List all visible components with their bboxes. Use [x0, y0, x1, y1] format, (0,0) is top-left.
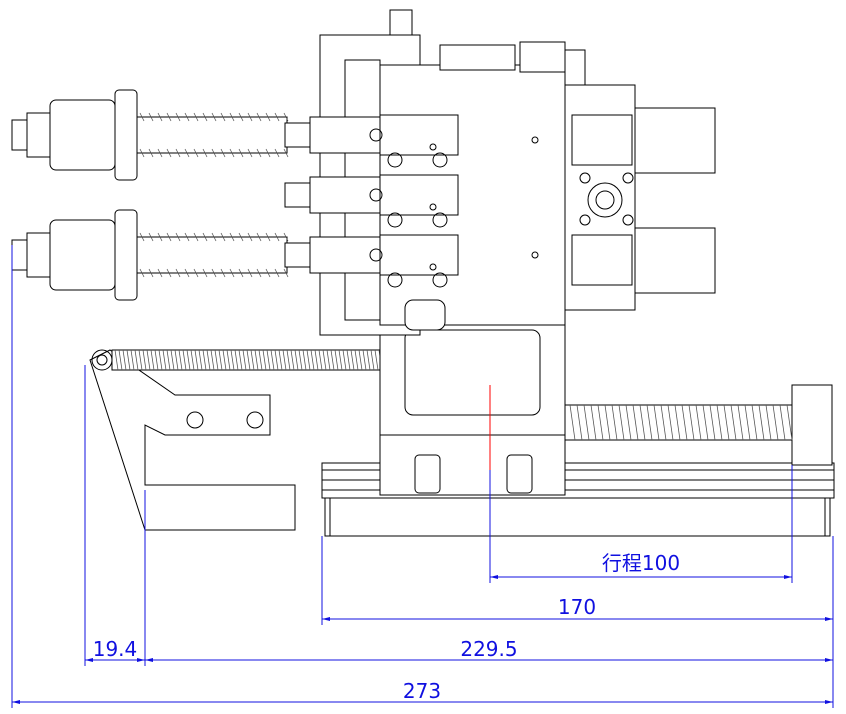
dimension-273-label: 273 [403, 679, 441, 703]
nozzle-rods [11, 89, 289, 301]
main-body [319, 9, 586, 336]
dimension-lines [11, 245, 834, 708]
left-bracket [89, 349, 296, 531]
right-cylinders [564, 84, 716, 311]
dimension-stroke-label: 行程100 [602, 551, 680, 575]
ball-screw [564, 404, 793, 441]
end-block [791, 384, 833, 466]
carriage [379, 319, 566, 496]
dimension-170-label: 170 [558, 595, 596, 619]
base-rail [321, 462, 835, 537]
dimension-19-4-label: 19.4 [93, 637, 138, 661]
valve-blocks [284, 114, 459, 331]
dimension-229-5-label: 229.5 [460, 637, 517, 661]
